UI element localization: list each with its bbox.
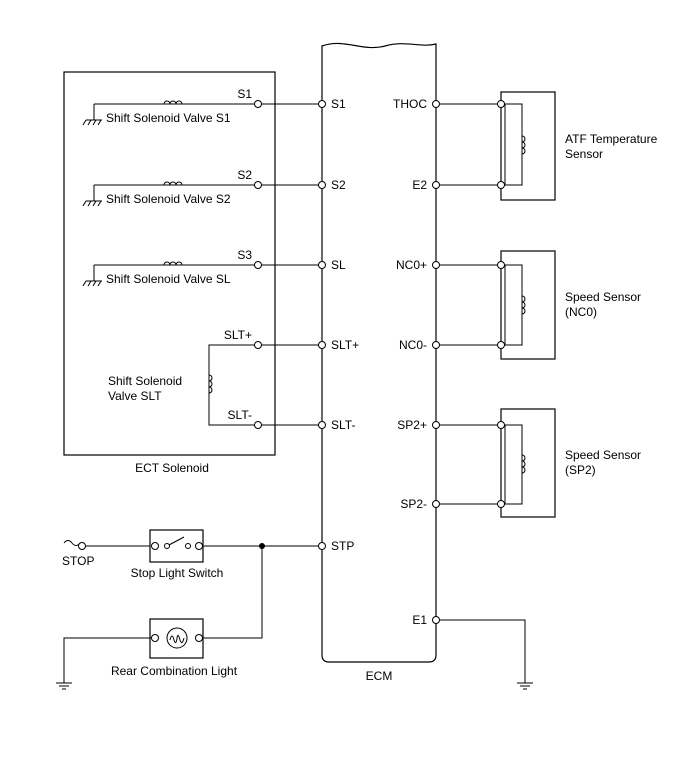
ecm-terminal-slt-minus	[318, 421, 326, 429]
ect-pin-s2: S2	[237, 168, 252, 182]
ecm-terminal-e2	[432, 181, 440, 189]
valve-slt-label-1: Shift Solenoid	[108, 374, 182, 388]
ect-solenoid-label: ECT Solenoid	[135, 461, 209, 475]
ecm-box	[321, 42, 437, 663]
ecm-terminal-slt-plus	[318, 341, 326, 349]
ecm-terminal-e1	[432, 616, 440, 624]
speed-sensor-nc0: Speed Sensor (NC0)	[440, 250, 641, 360]
ecm-pin-sp2-plus: SP2+	[397, 418, 427, 432]
ect-solenoid-box	[63, 71, 276, 456]
atf-sensor-label-1: ATF Temperature	[565, 132, 658, 146]
ground-icon	[82, 200, 102, 207]
ecm-label: ECM	[366, 669, 393, 683]
ecm-terminal-nc0-minus	[432, 341, 440, 349]
terminal	[254, 421, 262, 429]
ecm-pin-sp2-minus: SP2-	[400, 497, 427, 511]
valve-s2-label: Shift Solenoid Valve S2	[106, 192, 231, 206]
terminal	[254, 341, 262, 349]
ecm-terminal-s2	[318, 181, 326, 189]
valve-sl-label: Shift Solenoid Valve SL	[106, 272, 231, 286]
ecm-terminal-s1	[318, 100, 326, 108]
shift-solenoid-valve-sl: Shift Solenoid Valve SL	[82, 261, 258, 287]
lamp-icon	[166, 627, 188, 649]
ecm-terminal-stp	[318, 542, 326, 550]
atf-temperature-sensor: ATF Temperature Sensor	[440, 91, 658, 201]
nc0-sensor-label-2: (NC0)	[565, 305, 597, 319]
terminal	[254, 100, 262, 108]
ecm-pin-nc0-plus: NC0+	[396, 258, 427, 272]
e1-ground	[440, 619, 533, 690]
coil-icon	[521, 135, 526, 155]
ecm-pin-e2: E2	[412, 178, 427, 192]
ecm-terminal-nc0-plus	[432, 261, 440, 269]
ground-icon	[56, 682, 72, 690]
ecm-terminal-thoc	[432, 100, 440, 108]
valve-slt-label-2: Valve SLT	[108, 389, 162, 403]
fuse-icon	[63, 540, 81, 546]
rear-combination-light-label: Rear Combination Light	[111, 664, 238, 678]
terminal	[254, 261, 262, 269]
ecm-pin-thoc: THOC	[393, 97, 427, 111]
ect-pin-slt-minus: SLT-	[228, 408, 252, 422]
ecm-terminal-sl	[318, 261, 326, 269]
speed-sensor-sp2: Speed Sensor (SP2)	[440, 408, 641, 518]
coil-icon	[163, 100, 183, 105]
ground-icon	[517, 682, 533, 690]
ecm-pin-sl: SL	[331, 258, 346, 272]
coil-icon	[521, 295, 526, 315]
ground-icon	[82, 280, 102, 287]
shift-solenoid-valve-s2: Shift Solenoid Valve S2	[82, 181, 258, 207]
shift-solenoid-valve-s1: Shift Solenoid Valve S1	[82, 100, 258, 126]
ecm-pin-stp: STP	[331, 539, 354, 553]
coil-icon	[208, 374, 213, 394]
ecm-pin-nc0-minus: NC0-	[399, 338, 427, 352]
atf-sensor-label-2: Sensor	[565, 147, 603, 161]
ecm-pin-e1: E1	[412, 613, 427, 627]
stop-light-circuit: STOP Stop Light Switch Rear Combination …	[56, 529, 318, 690]
coil-icon	[163, 181, 183, 186]
nc0-sensor-label-1: Speed Sensor	[565, 290, 641, 304]
ecm-pin-slt-plus: SLT+	[331, 338, 359, 352]
valve-s1-label: Shift Solenoid Valve S1	[106, 111, 231, 125]
stop-light-switch-label: Stop Light Switch	[131, 566, 224, 580]
ecm-terminal-sp2-plus	[432, 421, 440, 429]
switch-contact-icon	[168, 536, 185, 546]
ecm-terminal-sp2-minus	[432, 500, 440, 508]
ecm-pin-s1: S1	[331, 97, 346, 111]
ect-pin-s1: S1	[237, 87, 252, 101]
stop-source-label: STOP	[62, 554, 94, 568]
ecm-pin-s2: S2	[331, 178, 346, 192]
ground-icon	[82, 119, 102, 126]
sp2-sensor-label-2: (SP2)	[565, 463, 596, 477]
shift-solenoid-valve-slt: Shift Solenoid Valve SLT	[108, 344, 258, 426]
terminal	[254, 181, 262, 189]
coil-icon	[163, 261, 183, 266]
ect-pin-slt-plus: SLT+	[224, 328, 252, 342]
sp2-sensor-label-1: Speed Sensor	[565, 448, 641, 462]
ect-pin-s3: S3	[237, 248, 252, 262]
ecm-pin-slt-minus: SLT-	[331, 418, 355, 432]
coil-icon	[521, 454, 526, 474]
